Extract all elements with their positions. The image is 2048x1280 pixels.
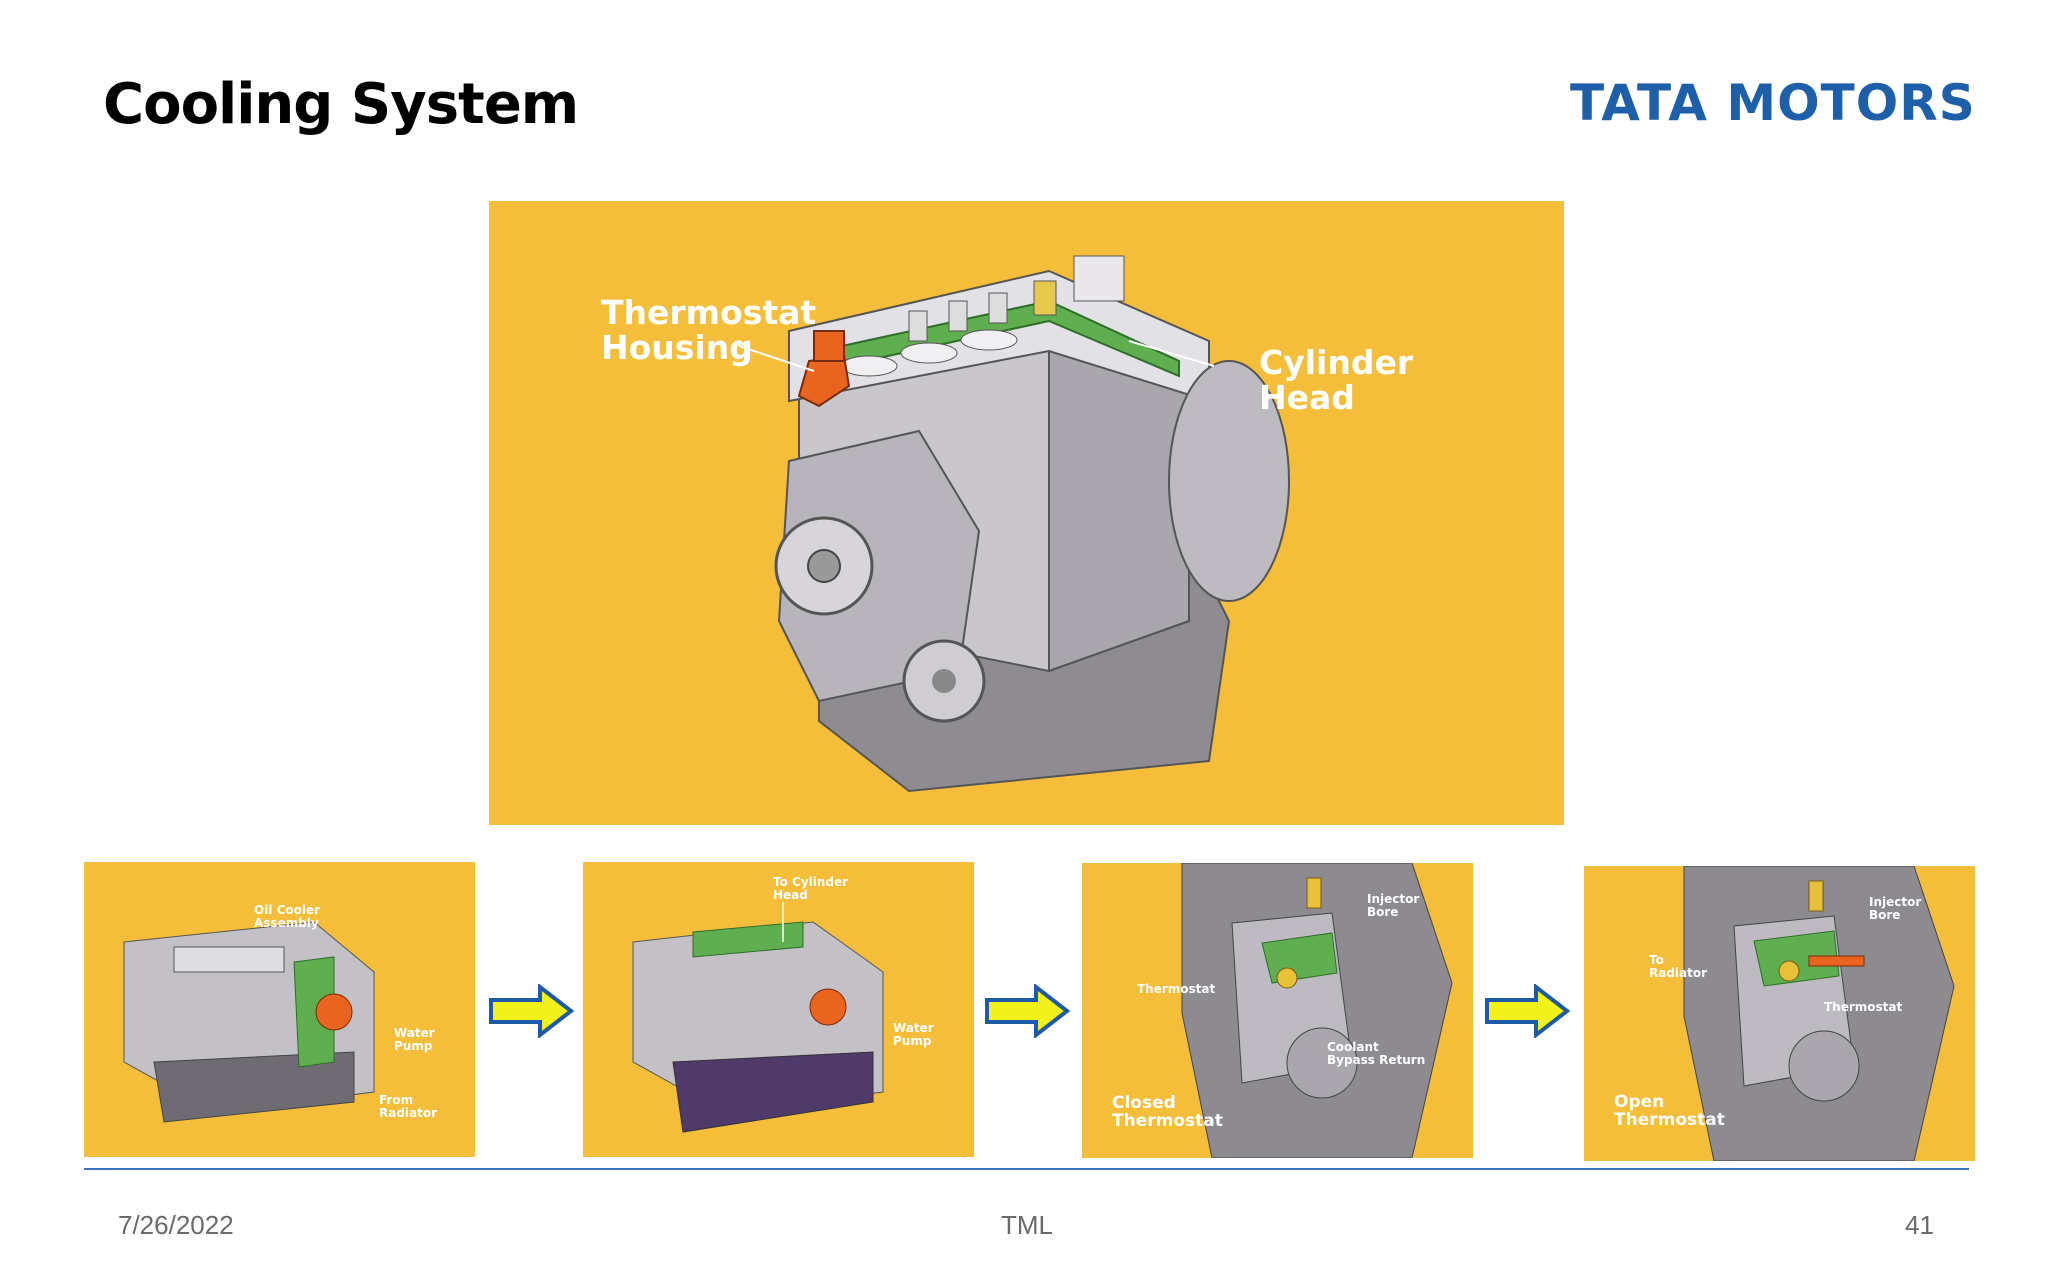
thumb1-label-oil-cooler: Oil Cooler Assembly	[254, 903, 321, 930]
page-number: 41	[1905, 1210, 1934, 1240]
thumb4-label-to-radiator: To Radiator	[1649, 953, 1708, 980]
thumb3-label-thermostat: Thermostat	[1137, 982, 1216, 996]
arrow-right-icon	[984, 984, 1070, 1038]
thumb3-label-injector-bore: Injector Bore	[1367, 892, 1420, 919]
footer-org: TML	[1001, 1210, 1053, 1240]
thumb2-label-to-cylinder-head: To Cylinder Head	[773, 875, 849, 902]
main-engine-illustration: Thermostat Housing Cylinder Head	[489, 201, 1564, 825]
label-cylinder-head: Cylinder Head	[1259, 343, 1414, 417]
thumb1-label-water-pump: Water Pump	[394, 1026, 435, 1053]
thumb4-label-open-thermostat: Open Thermostat	[1614, 1092, 1725, 1130]
footer-date: 7/26/2022	[118, 1210, 234, 1240]
thumbnail-open-thermostat: Injector Bore To Radiator Thermostat Ope…	[1584, 866, 1975, 1161]
thumb4-label-thermostat: Thermostat	[1824, 1000, 1903, 1014]
thumb1-drawing	[123, 921, 375, 1123]
thumb3-label-coolant-bypass: Coolant Bypass Return	[1327, 1040, 1426, 1067]
thumbnail-closed-thermostat: Injector Bore Thermostat Coolant Bypass …	[1082, 863, 1473, 1158]
arrow-right-icon	[1484, 984, 1570, 1038]
tata-motors-logo: TATA MOTORS	[1570, 74, 1976, 132]
thumb3-label-closed-thermostat: Closed Thermostat	[1112, 1093, 1223, 1131]
thumb4-label-injector-bore: Injector Bore	[1869, 895, 1922, 922]
thumb1-label-from-radiator: From Radiator	[379, 1093, 438, 1120]
thumb2-drawing	[632, 902, 884, 1133]
footer-divider	[84, 1168, 1969, 1170]
thumb3-drawing	[1181, 863, 1453, 1158]
engine-drawing	[738, 255, 1290, 793]
thumb4-drawing	[1683, 866, 1955, 1161]
thumbnail-oil-cooler: Oil Cooler Assembly Water Pump From Radi…	[84, 862, 475, 1157]
slide-title: Cooling System	[103, 72, 579, 137]
arrow-right-icon	[488, 984, 574, 1038]
thumb2-label-water-pump: Water Pump	[893, 1021, 934, 1048]
label-thermostat-housing: Thermostat Housing	[601, 293, 817, 367]
thumbnail-water-pump: To Cylinder Head Water Pump	[583, 862, 974, 1157]
